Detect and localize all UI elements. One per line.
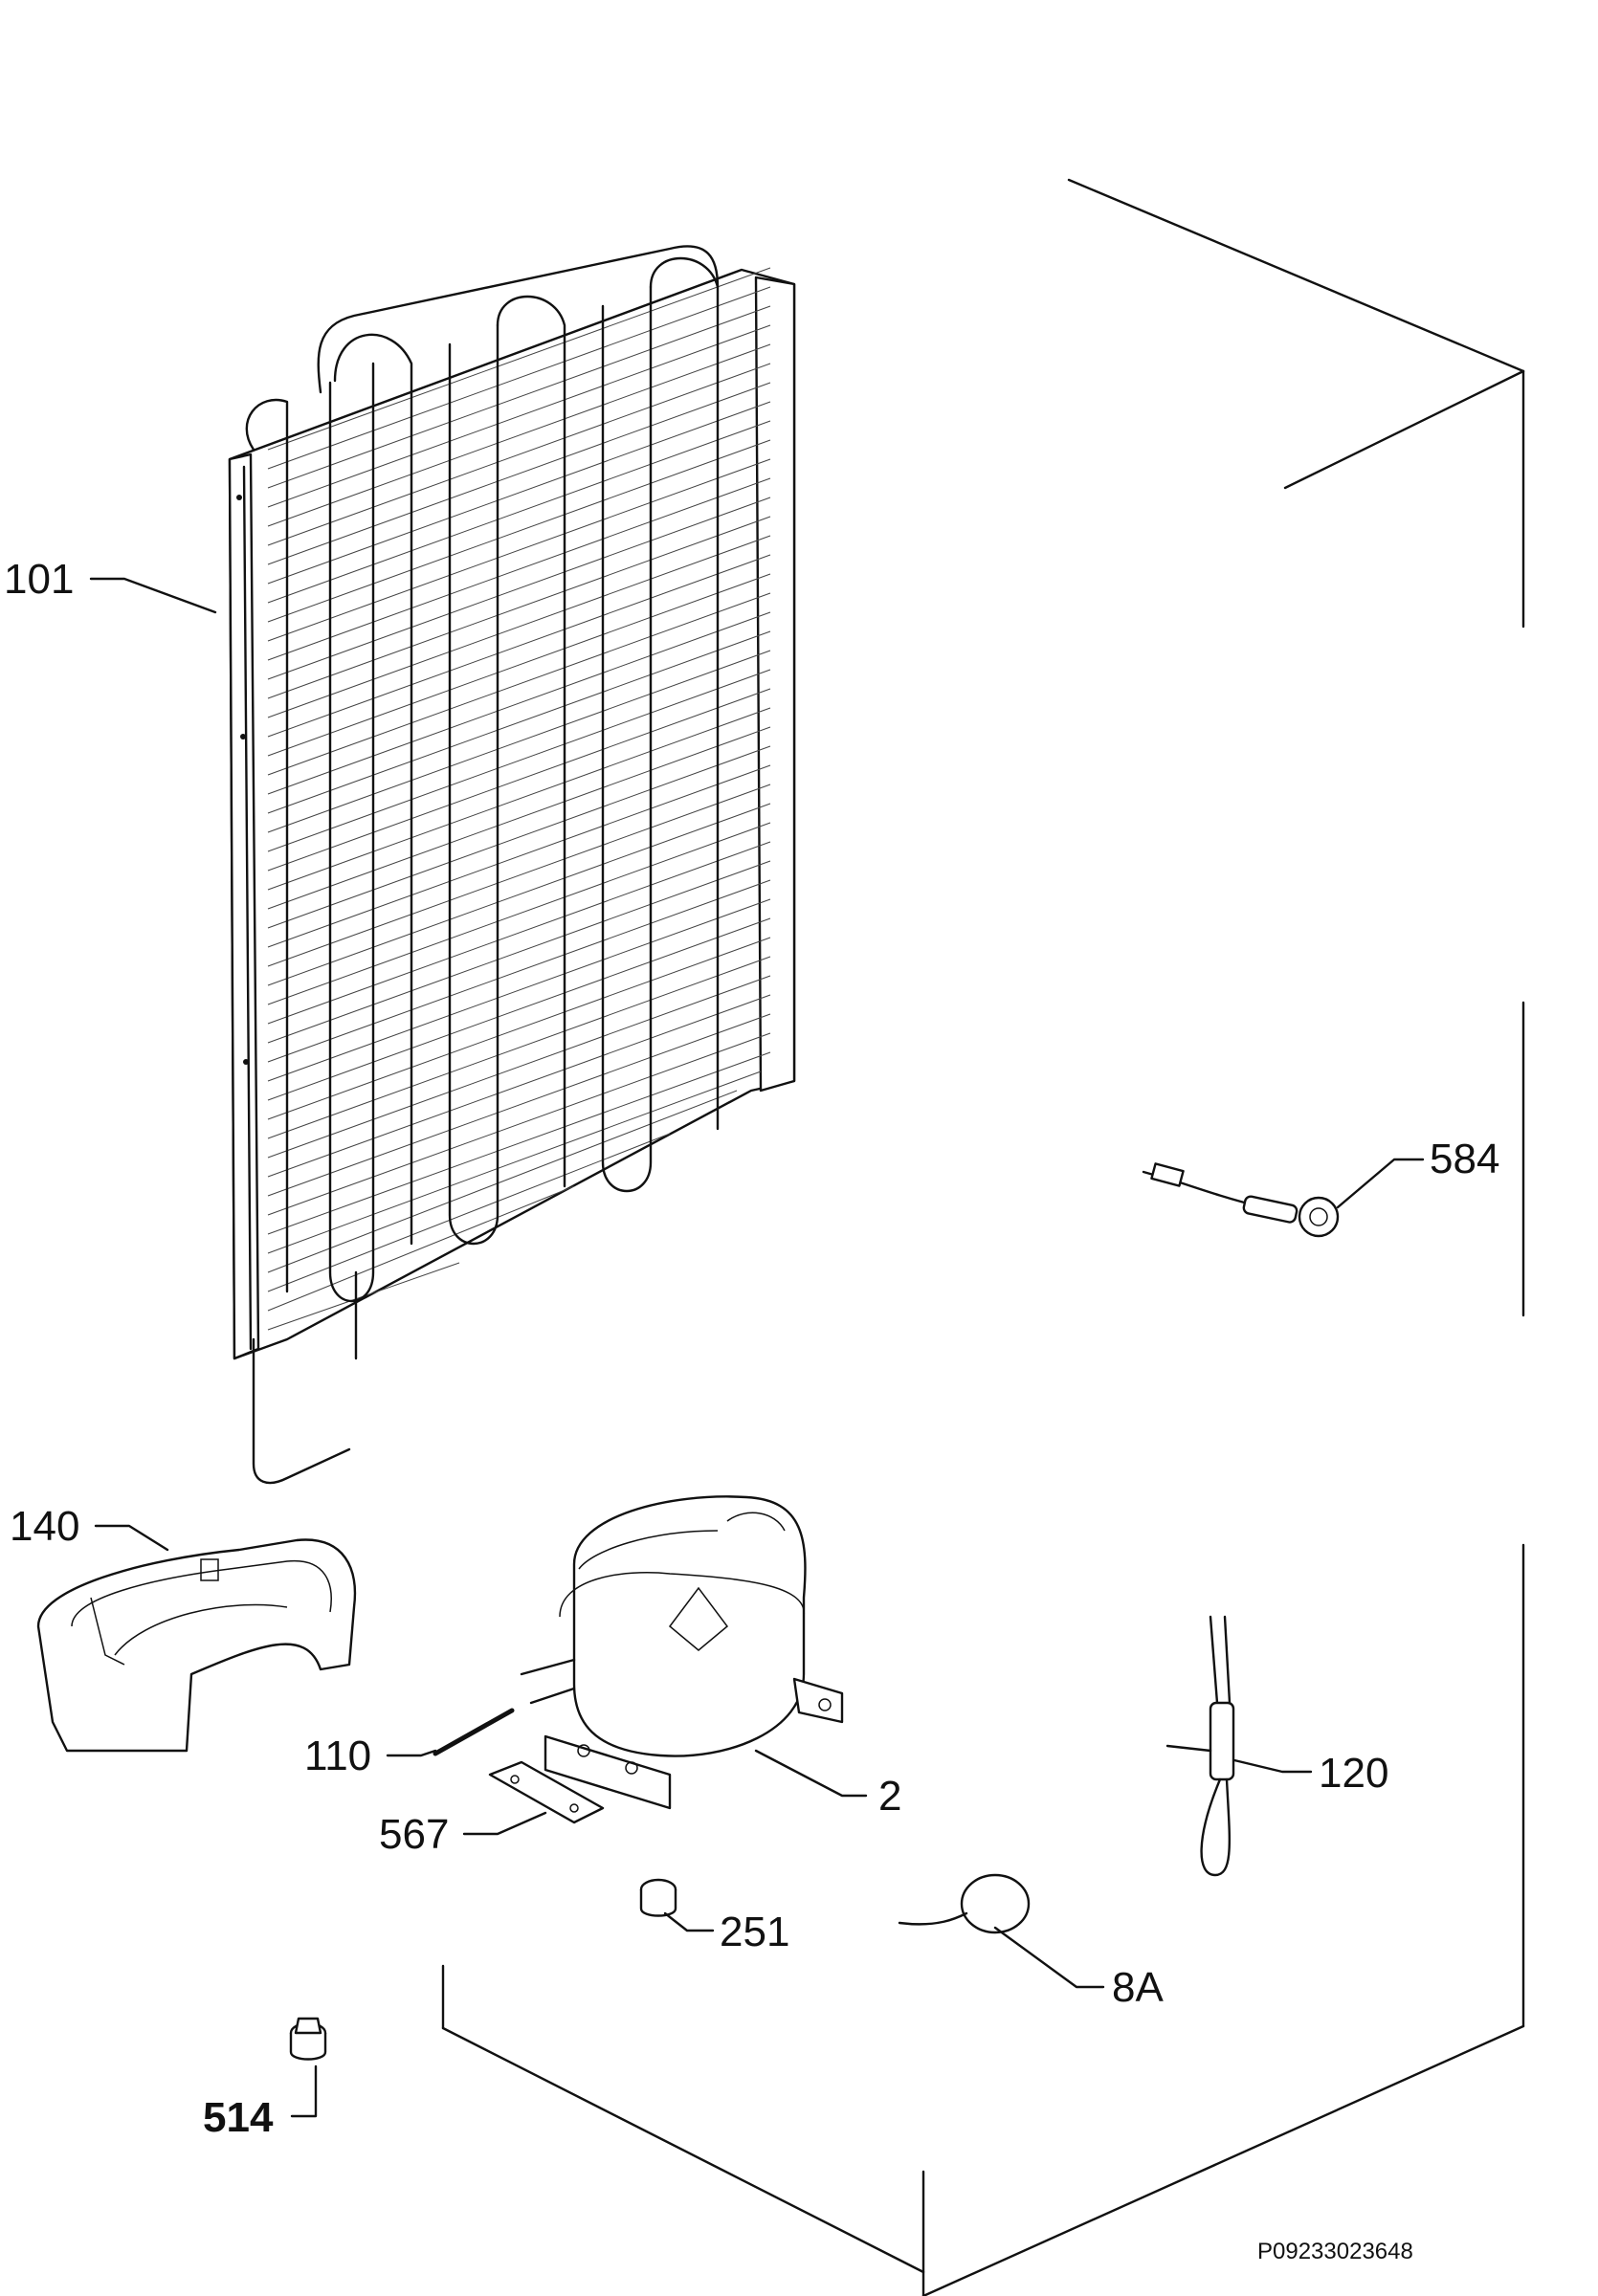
power-cable bbox=[1142, 1162, 1340, 1238]
filter-tube bbox=[433, 1708, 515, 1756]
bolt bbox=[289, 2017, 327, 2061]
label-120: 120 bbox=[1319, 1750, 1389, 1797]
label-101: 101 bbox=[4, 556, 75, 603]
drip-tray bbox=[36, 1538, 357, 1753]
label-584: 584 bbox=[1430, 1136, 1500, 1182]
label-140: 140 bbox=[10, 1503, 80, 1550]
label-514: 514 bbox=[203, 2094, 274, 2141]
condenser-tubes bbox=[245, 245, 720, 1303]
label-251: 251 bbox=[720, 1909, 790, 1955]
label-8a: 8A bbox=[1112, 1964, 1164, 2011]
condenser-fins bbox=[242, 267, 771, 1351]
condenser bbox=[228, 245, 796, 1485]
cabinet-outline bbox=[441, 178, 1525, 2296]
label-2: 2 bbox=[878, 1773, 902, 1820]
starter-relay bbox=[1165, 1615, 1235, 1877]
thermal-protector bbox=[898, 1873, 1031, 1934]
label-110: 110 bbox=[304, 1733, 372, 1779]
reference-code: P09233023648 bbox=[1257, 2239, 1413, 2264]
label-567: 567 bbox=[379, 1811, 450, 1858]
mounting-plate bbox=[488, 1760, 605, 1824]
compressor bbox=[520, 1495, 844, 1810]
leader-lines bbox=[89, 577, 1425, 2118]
grommet bbox=[639, 1878, 677, 1917]
